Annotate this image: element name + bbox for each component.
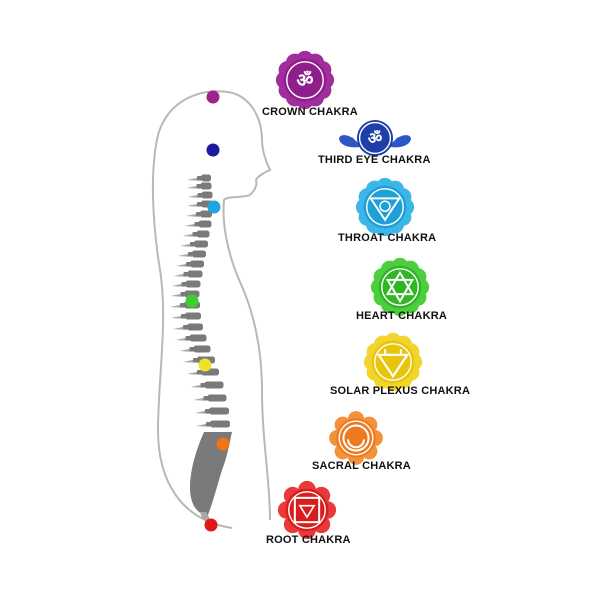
vertebra [187,174,211,182]
vertebra [173,323,203,331]
vertebra [187,191,213,199]
vertebra [186,182,212,190]
chakra-label: THIRD EYE CHAKRA [318,154,431,166]
heart-hexagram-chakra-icon [370,257,430,317]
vertebra [176,260,204,268]
crown-om-chakra-icon: ॐ [275,50,335,110]
vertebra [196,420,230,428]
body-chakra-dot [206,143,220,157]
sacrum [190,432,232,515]
vertebra [171,312,201,320]
chakra-label: CROWN CHAKRA [262,106,358,118]
vertebra [186,210,212,218]
body-chakra-dot [216,437,230,451]
body-chakra-dots [185,90,230,532]
chakra-label: SACRAL CHAKRA [312,460,411,472]
solar-triangle-chakra-icon [363,332,423,392]
chakra-label: HEART CHAKRA [356,310,448,322]
vertebra [179,345,211,353]
svg-text:ॐ: ॐ [368,128,382,147]
body-chakra-dot [204,518,218,532]
chakra-label: SOLAR PLEXUS CHAKRA [330,385,471,397]
vertebra [180,240,208,248]
chakra-icons: ॐॐ [275,50,430,540]
vertebra [178,250,206,258]
body-chakra-dot [198,358,212,372]
body-silhouette-outline [151,90,272,529]
body-chakra-dot [185,294,199,308]
throat-triangle-chakra-icon [355,177,415,237]
vertebra [182,230,210,238]
chakra-label: THROAT CHAKRA [338,232,437,244]
spine-vertebrae [170,174,232,523]
vertebra [190,381,224,389]
svg-text:ॐ: ॐ [297,70,314,91]
sacral-moon-chakra-icon [329,411,383,465]
vertebra [195,407,229,415]
vertebra [171,280,201,288]
body-chakra-dot [207,200,221,214]
root-square-chakra-icon [277,480,337,540]
third-eye-om-chakra-icon: ॐ [339,119,411,157]
vertebra [175,334,207,342]
vertebra [193,394,227,402]
chakra-label: ROOT CHAKRA [266,534,351,546]
body-chakra-dot [206,90,220,104]
vertebra [173,270,203,278]
vertebra [184,220,212,228]
